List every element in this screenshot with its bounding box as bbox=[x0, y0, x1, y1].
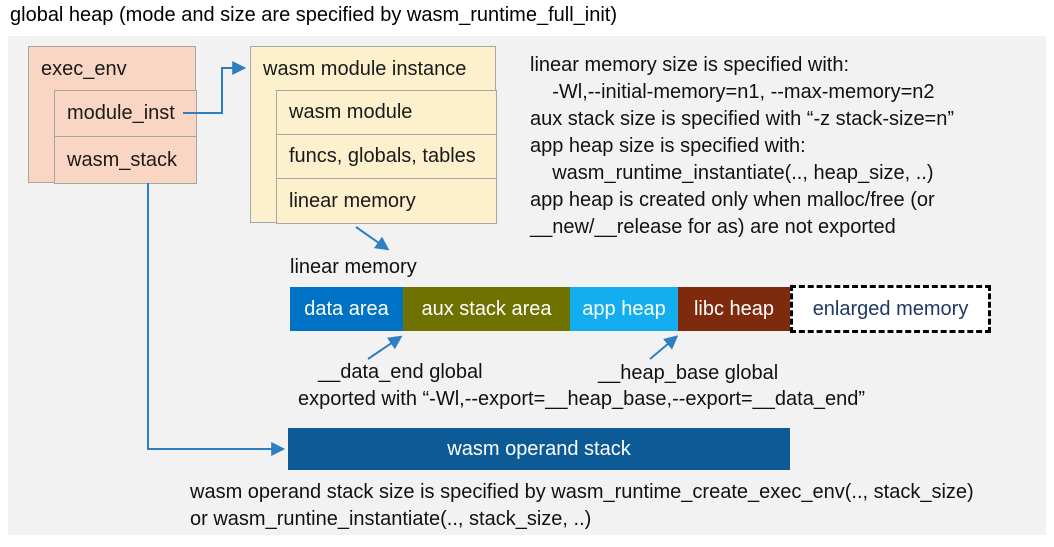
note-line: app heap is created only when malloc/fre… bbox=[530, 189, 935, 211]
exec-env-box: exec_env module_inst wasm_stack bbox=[28, 46, 197, 184]
note-line: -Wl,--initial-memory=n1, --max-memory=n2 bbox=[530, 81, 935, 103]
note-line: wasm_runtime_instantiate(.., heap_size, … bbox=[530, 162, 934, 184]
operand-stack-bar: wasm operand stack bbox=[288, 428, 790, 470]
segment-libc-heap: libc heap bbox=[678, 287, 790, 331]
segment-aux-stack-area: aux stack area bbox=[403, 287, 570, 331]
note-line: app heap size is specified with: bbox=[530, 135, 806, 157]
note-line: aux stack size is specified with “-z sta… bbox=[530, 108, 955, 130]
note-line: wasm operand stack size is specified by … bbox=[190, 481, 974, 503]
segment-data-area: data area bbox=[290, 287, 403, 331]
operand-stack-note: wasm operand stack size is specified by … bbox=[190, 479, 1046, 533]
annotation-data-end-global: __data_end global bbox=[318, 361, 483, 383]
exec-env-row-wasm-stack: wasm_stack bbox=[54, 136, 197, 184]
note-line: linear memory size is specified with: bbox=[530, 54, 849, 76]
module-instance-header: wasm module instance bbox=[263, 57, 467, 80]
note-line: or wasm_runtine_instantiate(.., stack_si… bbox=[190, 508, 592, 530]
annotation-heap-base-global: __heap_base global bbox=[598, 362, 779, 384]
module-instance-box: wasm module instance wasm module funcs, … bbox=[250, 46, 497, 224]
segment-app-heap: app heap bbox=[570, 287, 678, 331]
note-line: __new/__release for as) are not exported bbox=[530, 216, 896, 238]
segment-enlarged-memory: enlarged memory bbox=[790, 285, 991, 333]
linear-memory-label: linear memory bbox=[290, 256, 417, 278]
annotation-exported-with: exported with “-Wl,--export=__heap_base,… bbox=[298, 388, 865, 410]
module-instance-row-funcs-globals-tables: funcs, globals, tables bbox=[276, 134, 497, 179]
linear-memory-notes: linear memory size is specified with: -W… bbox=[530, 52, 1042, 241]
module-instance-row-wasm-module: wasm module bbox=[276, 90, 497, 135]
exec-env-row-module-inst: module_inst bbox=[54, 90, 197, 137]
module-instance-row-linear-memory: linear memory bbox=[276, 178, 497, 224]
page-title: global heap (mode and size are specified… bbox=[10, 4, 617, 26]
exec-env-header: exec_env bbox=[41, 57, 127, 80]
